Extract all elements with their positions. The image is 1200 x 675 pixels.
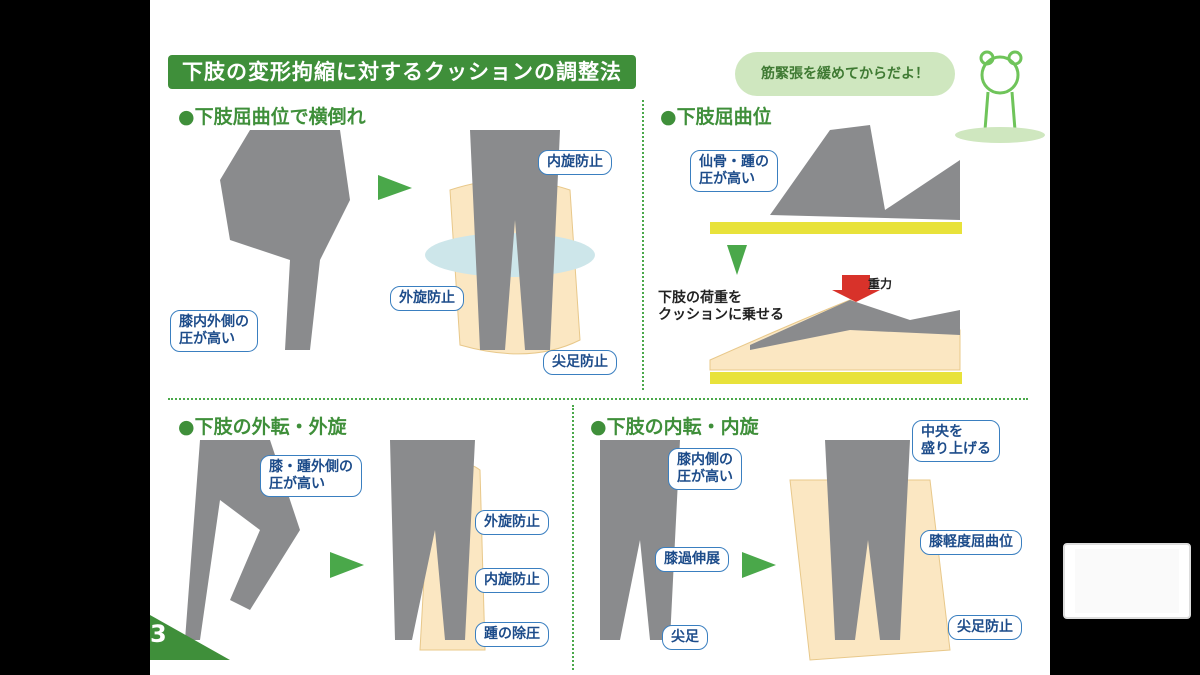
callout-label: 尖足防止: [948, 615, 1022, 640]
page-title: 下肢の変形拘縮に対するクッションの調整法: [168, 55, 636, 89]
divider: [572, 405, 574, 670]
gravity-arrow-icon: [832, 275, 880, 302]
slide: 下肢の変形拘縮に対するクッションの調整法 筋緊張を緩めてからだよ！ ●下肢屈曲位…: [150, 0, 1050, 675]
legs-figure: [600, 440, 680, 640]
bear-mascot-icon: [979, 50, 1023, 132]
legs-figure: [470, 130, 560, 350]
legs-figure: [825, 440, 910, 640]
grass-shadow: [955, 127, 1045, 143]
legs-figure: [390, 440, 475, 640]
divider: [642, 100, 644, 390]
gravity-label: 重力: [868, 277, 893, 291]
callout-label: 中央を 盛り上げる: [912, 420, 1000, 462]
callout-label: 膝・踵外側の 圧が高い: [260, 455, 362, 497]
arrow-down-icon: [727, 245, 747, 275]
arrow-icon: [742, 552, 776, 578]
page-number: 3: [150, 620, 167, 648]
section-heading: ●下肢屈曲位で横倒れ: [178, 106, 366, 128]
annotation-text: 下肢の荷重を クッションに乗せる: [658, 290, 784, 323]
divider: [168, 398, 1028, 400]
callout-label: 仙骨・踵の 圧が高い: [690, 150, 778, 192]
callout-label: 膝軽度屈曲位: [920, 530, 1022, 555]
legs-figure: [750, 300, 960, 350]
mattress: [710, 372, 962, 384]
legs-figure: [770, 125, 960, 220]
speech-bubble: 筋緊張を緩めてからだよ！: [735, 52, 955, 96]
slide-thumbnail[interactable]: [1063, 543, 1191, 619]
section-heading: ●下肢の外転・外旋: [178, 416, 347, 438]
section-heading: ●下肢の内転・内旋: [590, 416, 759, 438]
section-heading: ●下肢屈曲位: [660, 106, 772, 128]
leg-figure: [220, 130, 350, 350]
callout-label: 膝過伸展: [655, 547, 729, 572]
callout-label: 内旋防止: [475, 568, 549, 593]
callout-label: 尖足: [662, 625, 708, 650]
callout-label: 内旋防止: [538, 150, 612, 175]
callout-label: 外旋防止: [390, 286, 464, 311]
callout-label: 踵の除圧: [475, 622, 549, 647]
callout-label: 膝内側の 圧が高い: [668, 448, 742, 490]
page-corner: [150, 615, 230, 660]
callout-label: 外旋防止: [475, 510, 549, 535]
callout-label: 尖足防止: [543, 350, 617, 375]
arrow-icon: [330, 552, 364, 578]
callout-label: 膝内外側の 圧が高い: [170, 310, 258, 352]
mattress: [710, 222, 962, 234]
arrow-icon: [378, 175, 412, 200]
